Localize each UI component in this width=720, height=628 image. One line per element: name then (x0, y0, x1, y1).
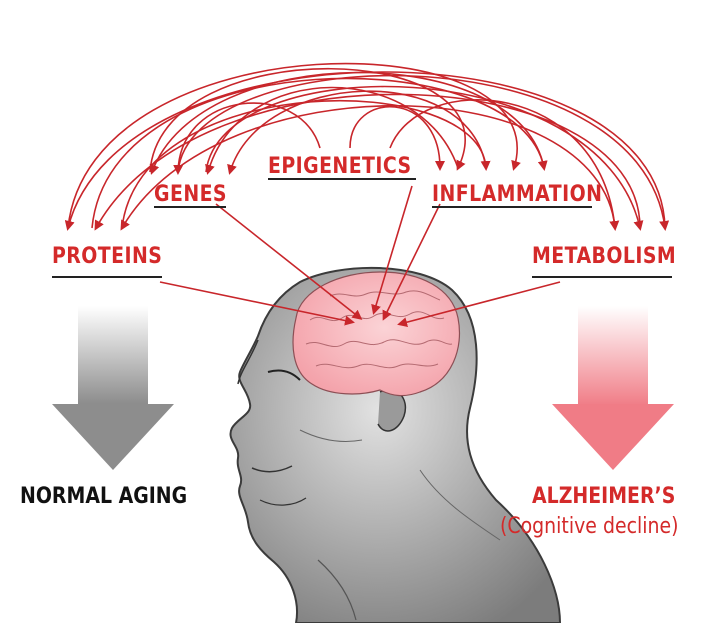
label-epigenetics: EPIGENETICS (268, 154, 412, 179)
label-genes: GENES (154, 182, 227, 207)
label-proteins: PROTEINS (52, 244, 163, 269)
factor-to-brain-arrows (159, 185, 561, 328)
alzheimers-arrow (552, 306, 674, 470)
label-alzheimers: ALZHEIMER’S (532, 484, 676, 509)
underline-genes (154, 206, 226, 208)
underline-metabolism (532, 276, 672, 278)
underline-inflammation (432, 206, 592, 208)
label-normal-aging: NORMAL AGING (20, 484, 188, 509)
brain-illustration (292, 271, 461, 397)
label-metabolism: METABOLISM (532, 244, 677, 269)
normal-aging-arrow (52, 306, 174, 470)
underline-proteins (52, 276, 162, 278)
label-inflammation: INFLAMMATION (432, 182, 603, 207)
interconnection-arcs (64, 62, 670, 231)
label-cognitive-decline: (Cognitive decline) (500, 514, 679, 539)
underline-epigenetics (268, 178, 416, 180)
